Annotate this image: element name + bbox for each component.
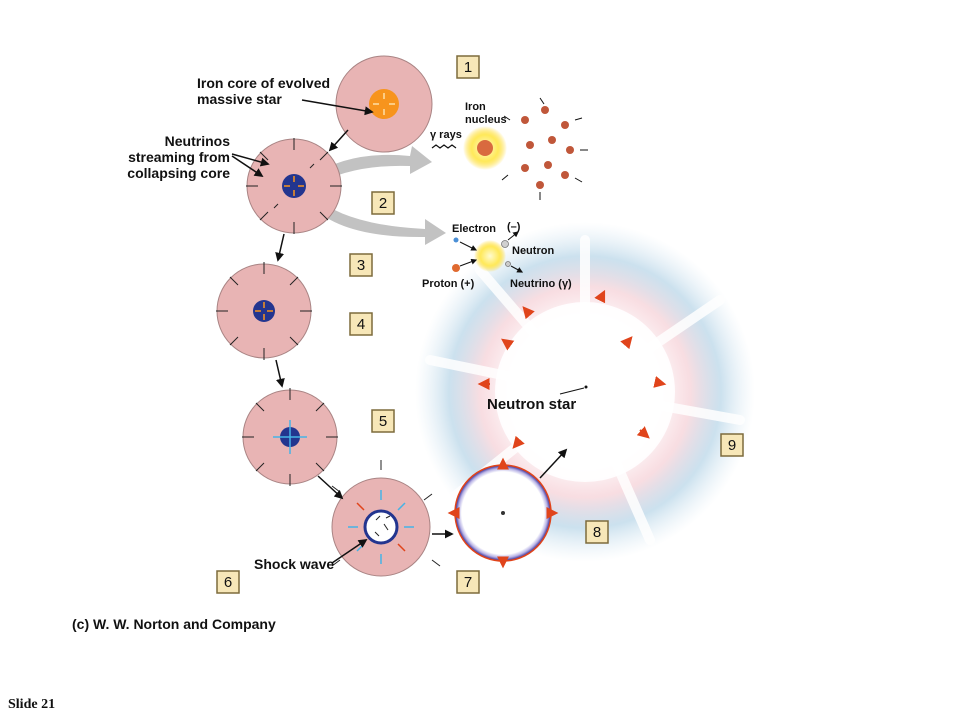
- slide-number: Slide 21: [8, 697, 56, 712]
- sequence-arrows: [231, 99, 568, 564]
- svg-text:5: 5: [379, 413, 387, 430]
- outflow-arrows: [477, 289, 667, 449]
- label-neutrino: Neutrino (γ): [510, 278, 572, 290]
- svg-text:7: 7: [464, 574, 472, 591]
- step-box-4: 4: [349, 312, 373, 336]
- svg-text:3: 3: [357, 257, 365, 274]
- electron-capture: [452, 231, 524, 273]
- step-box-7: 7: [456, 570, 480, 594]
- step-box-1: 1: [456, 55, 480, 79]
- step-box-9: 9: [720, 433, 744, 457]
- step-box-2: 2: [371, 191, 395, 215]
- label-proton: Proton (+): [422, 278, 475, 290]
- label-electron: Electron: [452, 223, 496, 235]
- step-box-5: 5: [371, 409, 395, 433]
- svg-text:8: 8: [593, 524, 601, 541]
- label-neutrinos-line3: collapsing core: [127, 165, 230, 181]
- label-neutrinos-line2: streaming from: [128, 149, 230, 165]
- star-step-3-4: [216, 262, 312, 360]
- label-iron-core-line1: Iron core of evolved: [197, 75, 330, 91]
- callout-arrows: [310, 146, 446, 245]
- star-step-2: [246, 138, 342, 234]
- expanding-shell: [447, 457, 559, 569]
- label-iron-nucleus-line1: Iron: [465, 101, 486, 113]
- svg-text:1: 1: [464, 59, 472, 76]
- star-step-1: [335, 55, 433, 153]
- label-gamma-rays: γ rays: [430, 129, 462, 141]
- svg-text:9: 9: [728, 437, 736, 454]
- star-step-5: [242, 388, 338, 486]
- step-box-3: 3: [349, 253, 373, 277]
- label-shock-wave: Shock wave: [254, 556, 334, 572]
- copyright-credit: (c) W. W. Norton and Company: [72, 616, 276, 632]
- step-box-6: 6: [216, 570, 240, 594]
- label-neutrinos-line1: Neutrinos: [165, 133, 231, 149]
- label-iron-nucleus-line2: nucleus: [465, 114, 507, 126]
- label-neutron-star: Neutron star: [487, 396, 576, 413]
- svg-text:2: 2: [379, 195, 387, 212]
- label-iron-core-line2: massive star: [197, 91, 282, 107]
- star-step-6: [331, 460, 441, 577]
- label-neutron: Neutron: [512, 245, 554, 257]
- step-box-8: 8: [585, 520, 609, 544]
- svg-text:6: 6: [224, 574, 232, 591]
- label-electron-charge: (–): [507, 221, 521, 233]
- iron-nucleus-breakup: [431, 97, 588, 200]
- svg-text:4: 4: [357, 316, 365, 333]
